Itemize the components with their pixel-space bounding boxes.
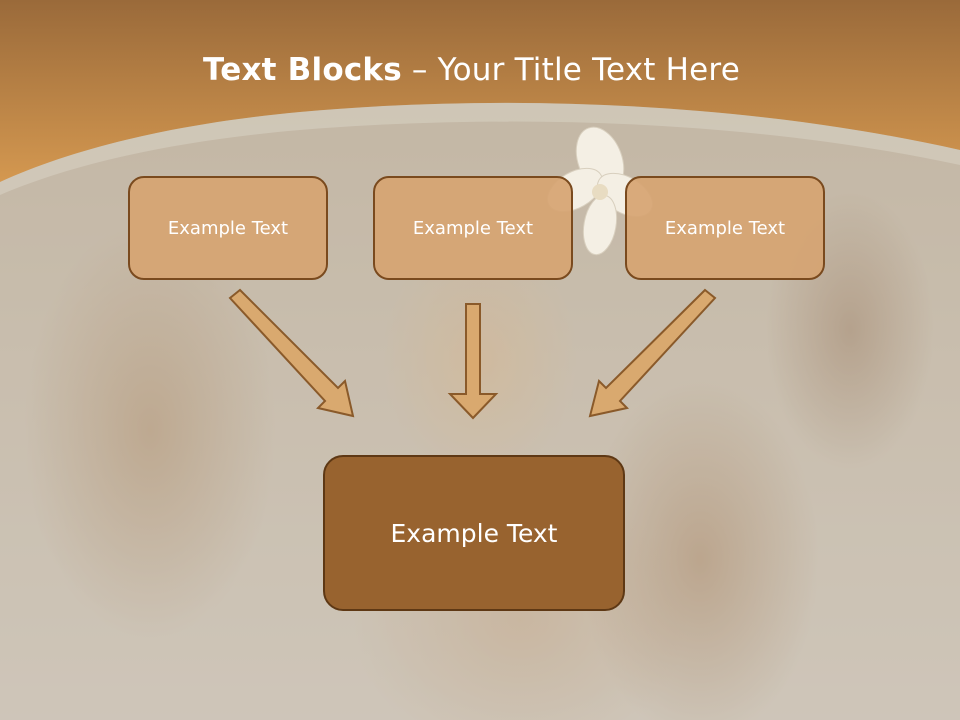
text-block-main[interactable]: Example Text (323, 455, 625, 611)
text-block-main-label: Example Text (390, 518, 558, 548)
slide-title: Text Blocks–Your Title Text Here (0, 52, 943, 88)
arrow-right (588, 288, 717, 418)
arrow-left (228, 288, 355, 418)
header-band (0, 0, 960, 195)
title-rest: Your Title Text Here (437, 52, 740, 88)
text-block-left-label: Example Text (167, 217, 289, 239)
title-bold: Text Blocks (203, 52, 402, 88)
text-block-right-label: Example Text (664, 217, 786, 239)
text-block-center[interactable]: Example Text (373, 176, 573, 280)
text-block-left[interactable]: Example Text (128, 176, 328, 280)
arrow-center (447, 303, 499, 420)
text-block-center-label: Example Text (412, 217, 534, 239)
text-block-right[interactable]: Example Text (625, 176, 825, 280)
title-dash: – (411, 52, 428, 88)
